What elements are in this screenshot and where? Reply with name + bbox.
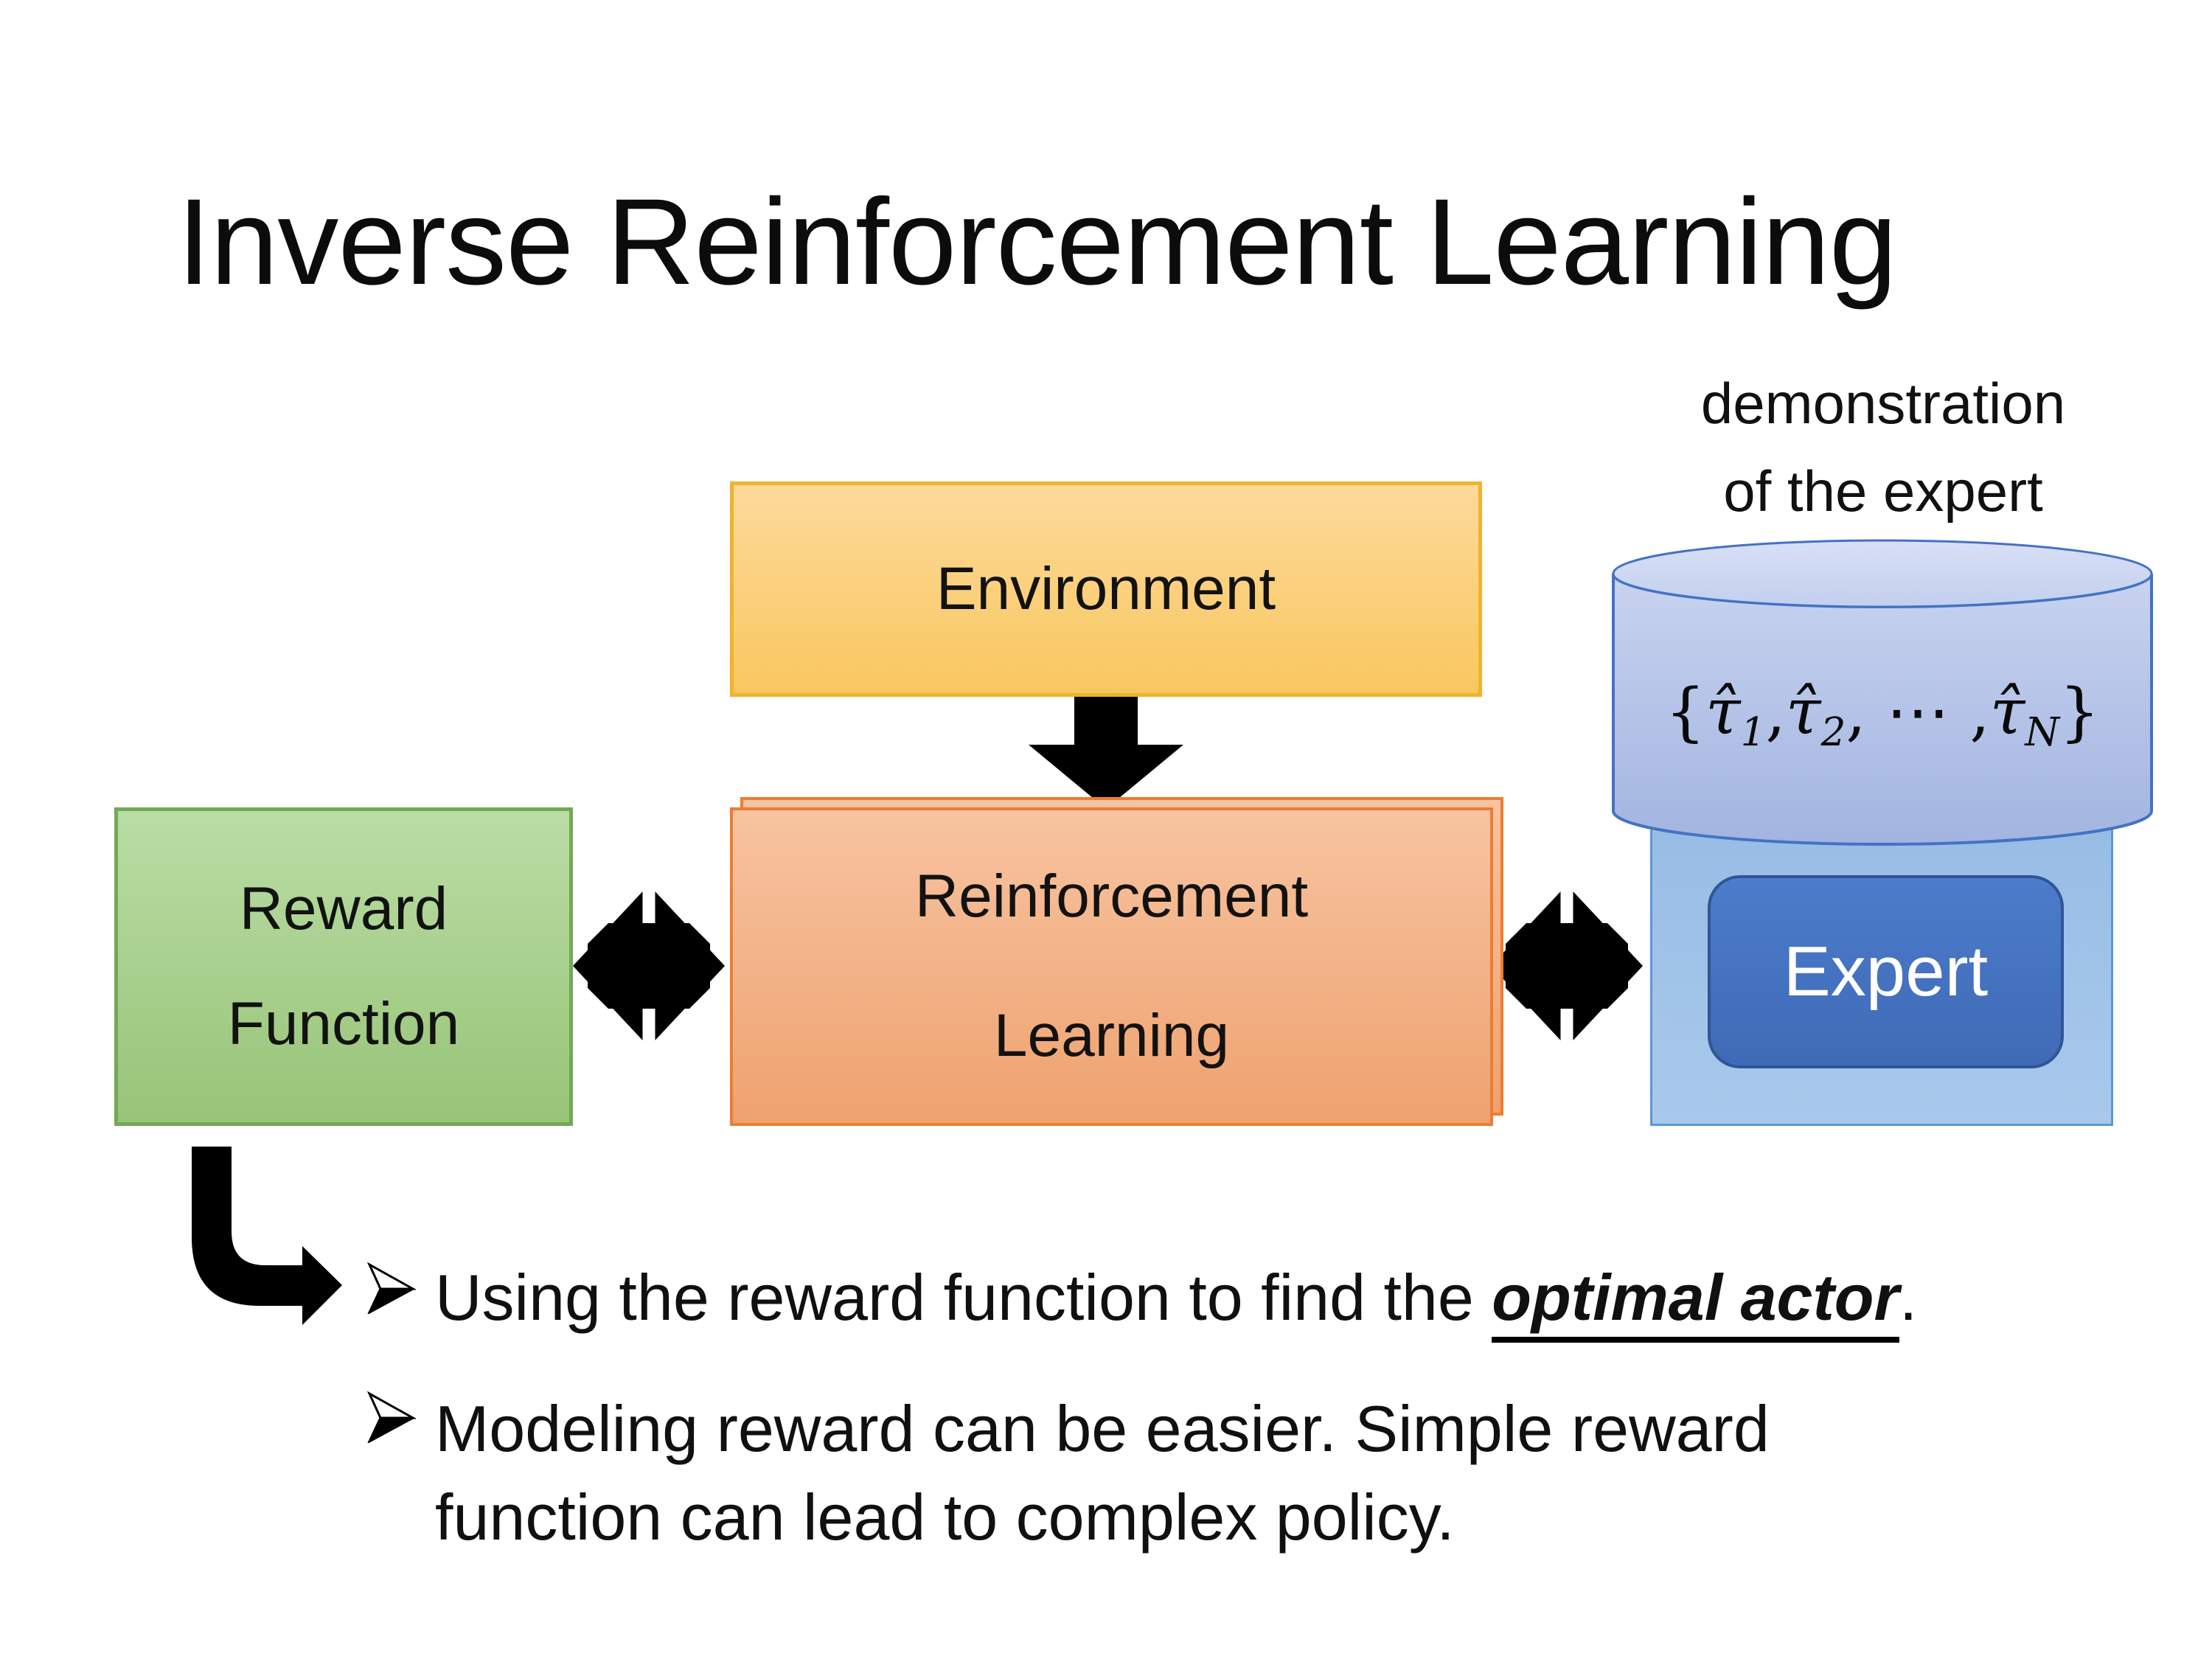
bullet-arrow-icon bbox=[367, 1262, 416, 1314]
environment-box: Environment bbox=[730, 481, 1482, 697]
reward-function-box: Reward Function bbox=[114, 807, 573, 1126]
demonstration-label-line2: of the expert bbox=[1723, 458, 2043, 524]
elbow-arrow-icon bbox=[184, 1143, 343, 1331]
reward-label-line1: Reward bbox=[239, 875, 448, 943]
bullet2-line1: Modeling reward can be easier. Simple re… bbox=[435, 1392, 1770, 1465]
expert-label: Expert bbox=[1783, 932, 1989, 1011]
formula-part: , ⋯ , bbox=[1846, 675, 1990, 749]
formula-part: τ̂1 bbox=[1705, 675, 1766, 755]
rl-label-line1: Reinforcement bbox=[914, 863, 1309, 931]
bullet-item-1: Using the reward function to find the op… bbox=[435, 1253, 1918, 1343]
page-title: Inverse Reinforcement Learning bbox=[177, 174, 1897, 310]
reward-label-line2: Function bbox=[227, 990, 460, 1057]
bullet1-emphasis: optimal actor bbox=[1492, 1261, 1899, 1343]
formula-part: τ̂2 bbox=[1785, 675, 1846, 755]
down-arrow-icon bbox=[1029, 697, 1183, 811]
bullet1-text: Using the reward function to find the bbox=[435, 1261, 1492, 1334]
double-arrow-right-icon bbox=[1489, 883, 1644, 1048]
bullet-arrow-icon bbox=[367, 1391, 416, 1443]
rl-label-line2: Learning bbox=[993, 1002, 1230, 1069]
reinforcement-learning-box: Reinforcement Learning bbox=[730, 807, 1493, 1126]
demonstration-label-line1: demonstration bbox=[1700, 371, 2066, 436]
database-cylinder-icon bbox=[1609, 521, 2156, 854]
formula-part: { bbox=[1665, 675, 1706, 749]
bullet1-period: . bbox=[1899, 1261, 1918, 1334]
environment-label: Environment bbox=[936, 555, 1276, 622]
formula-part: } bbox=[2059, 675, 2100, 749]
expert-box: Expert bbox=[1708, 875, 2064, 1068]
formula-part: τ̂N bbox=[1989, 675, 2059, 755]
bullet2-line2: function can lead to complex policy. bbox=[435, 1480, 1455, 1554]
demonstration-label: demonstration of the expert bbox=[1622, 360, 2144, 535]
trajectory-formula: {τ̂1, τ̂2, ⋯ , τ̂N} bbox=[1611, 662, 2154, 762]
double-arrow-left-icon bbox=[571, 883, 726, 1048]
bullet-item-2: Modeling reward can be easier. Simple re… bbox=[435, 1385, 1770, 1561]
formula-part: , bbox=[1765, 675, 1786, 749]
